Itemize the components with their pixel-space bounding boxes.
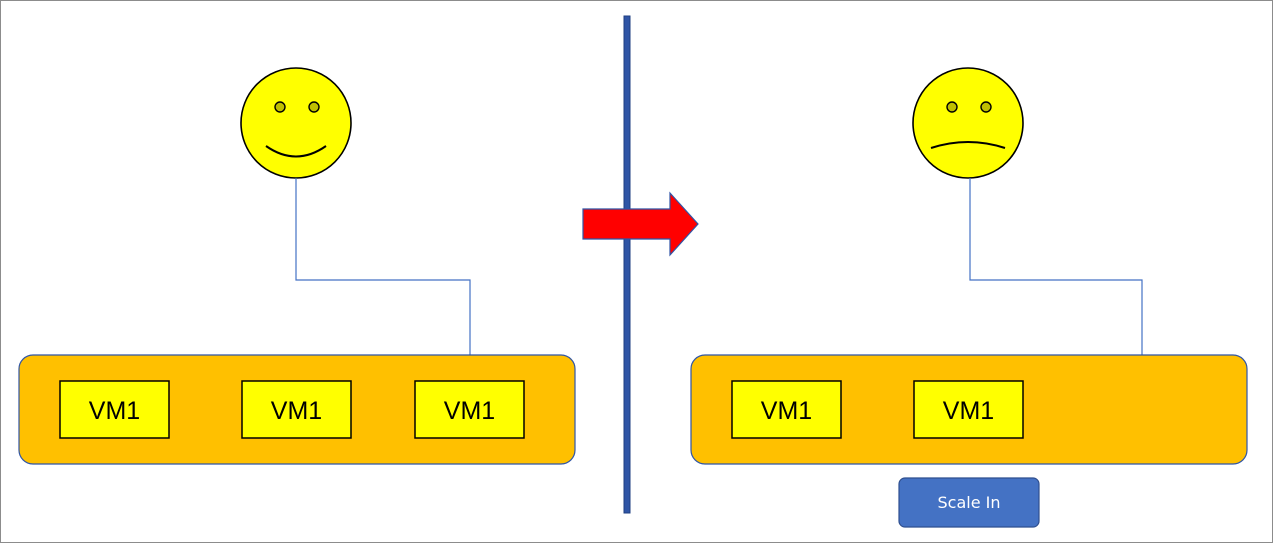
sad-face-icon	[912, 67, 1024, 179]
vm-box: VM1	[241, 380, 352, 439]
scale-in-button[interactable]: Scale In	[898, 477, 1040, 528]
vm-label: VM1	[761, 397, 812, 425]
vm-label: VM1	[943, 397, 994, 425]
vm-box: VM1	[59, 380, 170, 439]
vm-box: VM1	[731, 380, 842, 439]
vm-label: VM1	[271, 397, 322, 425]
right-scenario: VM1 VM1 Scale In	[690, 67, 1248, 528]
vm-box: VM1	[414, 380, 525, 439]
happy-face-icon	[240, 67, 352, 179]
left-connector-line	[295, 178, 475, 385]
right-connector-line	[969, 178, 1147, 385]
vm-box: VM1	[913, 380, 1024, 439]
vm-label: VM1	[89, 397, 140, 425]
right-arrow-icon	[582, 191, 699, 257]
scale-in-button-label: Scale In	[938, 493, 1001, 512]
vm-label: VM1	[444, 397, 495, 425]
center-divider	[623, 15, 631, 514]
left-scenario: VM1 VM1 VM1	[18, 67, 576, 465]
